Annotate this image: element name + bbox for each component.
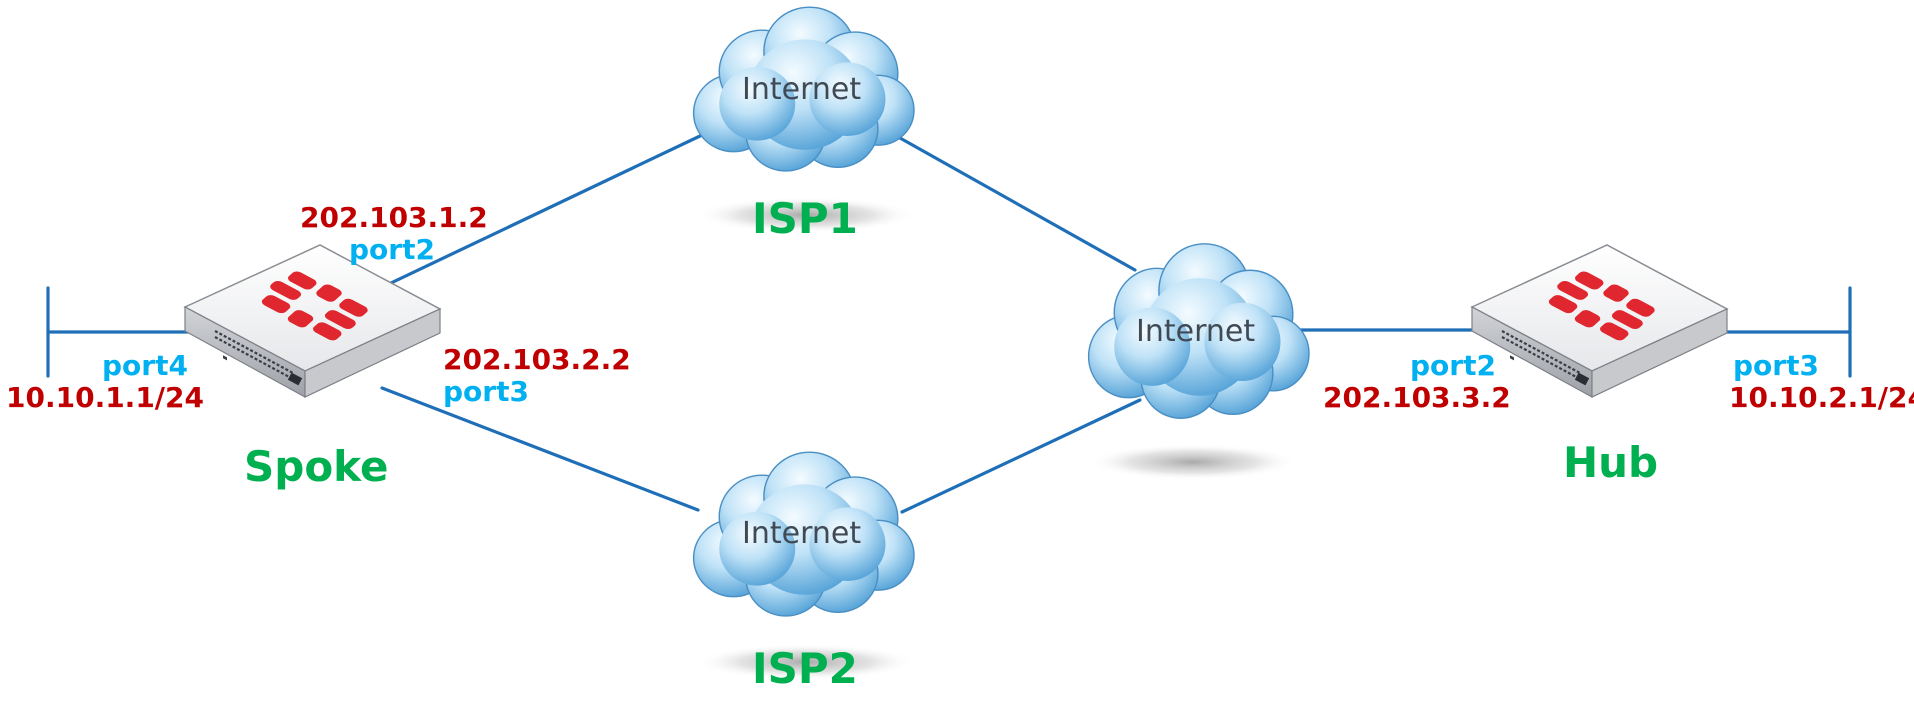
hub-port2-label: port2 — [1410, 349, 1496, 382]
spoke-name: Spoke — [244, 442, 389, 491]
hub-fortigate-appliance-icon — [1470, 243, 1729, 399]
spoke-port4-label: port4 — [102, 349, 188, 382]
isp1-shadow — [696, 197, 916, 233]
core-shadow — [1088, 444, 1298, 480]
isp2-name: ISP2 — [752, 644, 858, 693]
hub-name: Hub — [1563, 438, 1659, 487]
hub-port3-label: port3 — [1733, 349, 1819, 382]
link-isp2-core — [900, 398, 1142, 514]
hub-port2-ip: 202.103.3.2 — [1323, 381, 1511, 414]
link-isp1-core — [898, 136, 1137, 272]
link-spoke-isp2 — [380, 386, 700, 512]
hub-port3-ip: 10.10.2.1/24 — [1729, 381, 1914, 414]
core-cloud-label: Internet — [1136, 314, 1256, 349]
spoke-port3-ip: 202.103.2.2 — [443, 343, 631, 376]
isp2-cloud-label: Internet — [742, 516, 862, 551]
spoke-port3-label: port3 — [443, 375, 529, 408]
spoke-port2-label: port2 — [349, 233, 435, 266]
spoke-port2-ip: 202.103.1.2 — [300, 201, 488, 234]
spoke-port4-ip: 10.10.1.1/24 — [6, 381, 204, 414]
isp1-cloud-label: Internet — [742, 72, 862, 107]
spoke-fortigate-appliance-icon — [183, 243, 442, 399]
isp2-shadow — [696, 644, 916, 680]
link-spoke-isp1 — [370, 134, 702, 294]
isp1-name: ISP1 — [752, 194, 858, 243]
